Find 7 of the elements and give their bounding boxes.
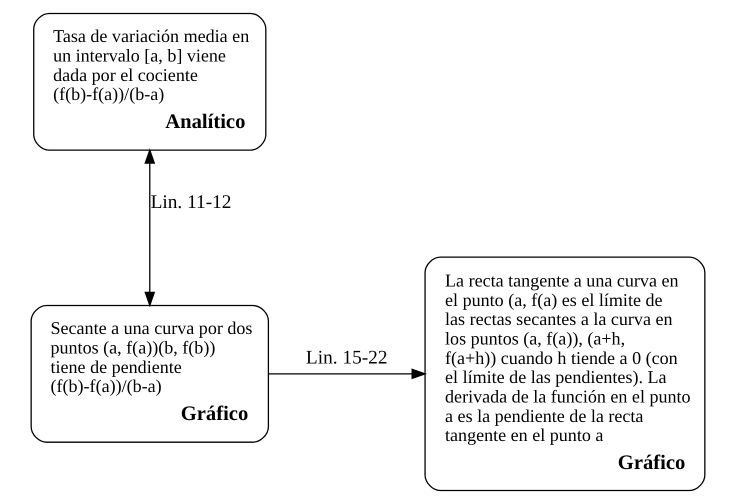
edge-label: Lin. 15-22 — [306, 348, 388, 369]
node-box: Tasa de variación media en un intervalo [a, b] viene dada por el cociente (f(b)-f(a))/(b-a) Analítico — [33, 12, 266, 151]
edge-label: Lin. 11-12 — [150, 192, 232, 214]
node-box: Secante a una curva por dos puntos (a, f(a))(b, f(b)) tiene de pendiente (f(b)-f(a))/(b-a) Gráfico — [30, 304, 270, 443]
arrow — [144, 148, 156, 308]
node-box: La recta tangente a una curva en el punto (a, f(a) es el límite de las rectas secantes a la curva en los puntos (a, f(a)), (a+h, f(a+h)) cuando h tiende a 0 (con el límite de las pendientes). La derivada de la función en el punto a es la pendiente de la recta tangente en el punto a Gráfico — [424, 256, 706, 492]
arrow — [268, 368, 427, 380]
